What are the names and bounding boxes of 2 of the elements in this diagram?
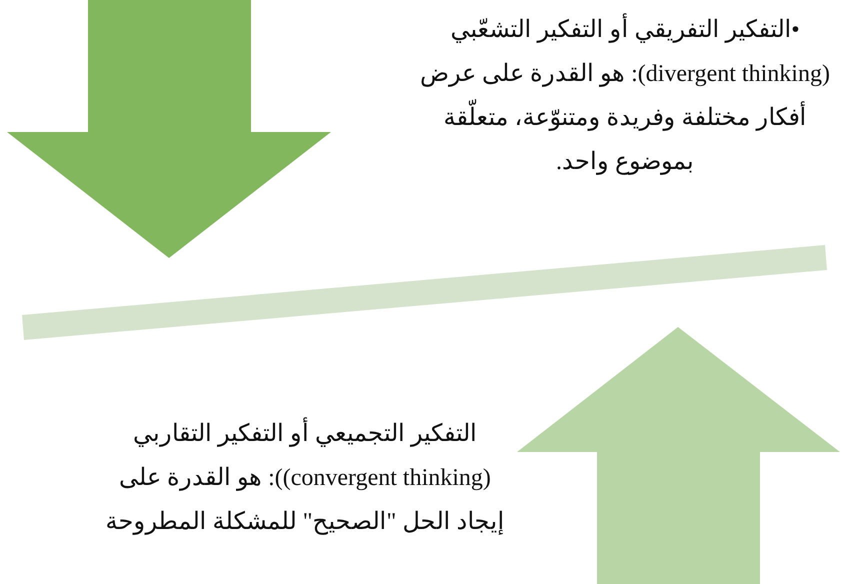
- description-text: التفكير التجميعي أو التفكير التقاربي (convergent thinking)): هو القدرة على إيجاد الحل "الصحيح" للمشكلة المطروحة: [100, 412, 510, 544]
- description-text: •التفكير التفريقي أو التفكير التشعّبي (divergent thinking): هو القدرة على عرض أفكار مختلفة وفريدة ومتنوّعة، متعلّقة بموضوع واحد.: [415, 8, 835, 184]
